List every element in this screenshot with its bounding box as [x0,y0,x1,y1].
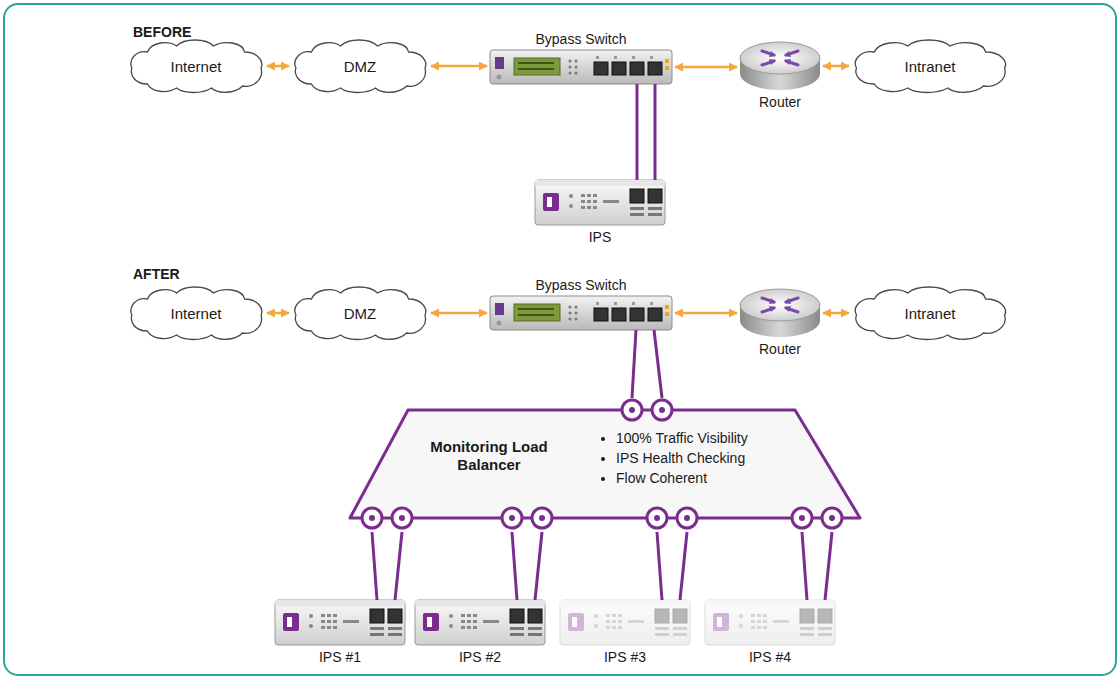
device-label: Bypass Switch [535,277,626,293]
monitor-cable [632,330,636,398]
network-cloud: Intranet [852,285,1008,341]
load-balancer-outline [348,398,862,532]
cloud-label: Internet [171,305,222,322]
traffic-arrow [823,65,849,68]
load-balancer: Monitoring Load Balancer 100% Traffic Vis… [348,398,862,532]
traffic-arrow [675,66,737,69]
monitor-cable [802,532,807,600]
monitor-cable [657,532,662,600]
monitor-cable [654,84,657,180]
device-label: IPS [589,229,612,245]
monitor-cable [512,532,517,600]
network-cloud: Internet [128,285,264,341]
traffic-arrow [823,312,849,315]
traffic-arrow [267,65,289,68]
network-cloud: Internet [128,38,264,94]
bypass-switch: Bypass Switch [490,296,672,330]
cloud-label: DMZ [344,305,377,322]
ips-appliance: IPS #3 [560,600,690,645]
monitor-cable [825,532,832,600]
monitor-cable [680,532,687,600]
section-heading: AFTER [133,266,180,282]
bypass-switch: Bypass Switch [490,50,672,84]
router: Router [740,289,820,337]
traffic-arrow [431,65,487,68]
ips-appliance: IPS #2 [415,600,545,645]
device-label: Router [759,94,801,110]
ips-appliance: IPS [535,180,665,225]
cloud-label: DMZ [344,58,377,75]
feature-item: 100% Traffic Visibility [616,428,748,448]
cloud-label: Intranet [905,58,956,75]
traffic-arrow [675,312,737,315]
ips-appliance: IPS #1 [275,600,405,645]
device-label: IPS #3 [604,649,646,665]
device-label: Router [759,341,801,357]
network-cloud: Intranet [852,38,1008,94]
network-cloud: DMZ [292,38,428,94]
network-cloud: DMZ [292,285,428,341]
traffic-arrow [431,312,487,315]
device-label: IPS #1 [319,649,361,665]
device-label: Bypass Switch [535,31,626,47]
monitor-cable [535,532,542,600]
monitor-cable [395,532,402,600]
monitor-cable [654,330,662,398]
ips-appliance: IPS #4 [705,600,835,645]
section-heading: BEFORE [133,24,191,40]
monitor-cable [372,532,377,600]
router: Router [740,42,820,90]
cloud-label: Intranet [905,305,956,322]
traffic-arrow [267,312,289,315]
device-label: IPS #4 [749,649,791,665]
feature-list: 100% Traffic VisibilityIPS Health Checki… [600,428,748,488]
monitor-cable [636,84,639,180]
load-balancer-title: Monitoring Load Balancer [414,438,564,474]
device-label: IPS #2 [459,649,501,665]
cloud-label: Internet [171,58,222,75]
feature-item: IPS Health Checking [616,448,748,468]
feature-item: Flow Coherent [616,468,748,488]
